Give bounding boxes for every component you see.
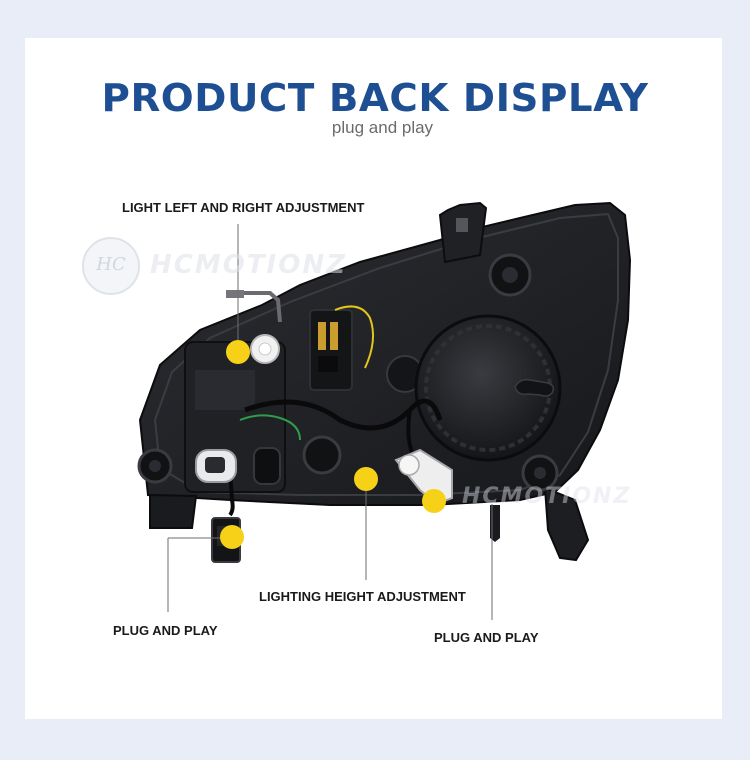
housing-rim bbox=[153, 212, 619, 496]
top-bracket bbox=[438, 201, 488, 264]
dust-cap bbox=[414, 314, 562, 462]
bottom-left-tab bbox=[149, 493, 198, 529]
page-title: PRODUCT BACK DISPLAY bbox=[101, 76, 649, 120]
watermark-brand: HCMOTIONZ bbox=[150, 250, 347, 280]
callout-light-adjust: LIGHT LEFT AND RIGHT ADJUSTMENT bbox=[122, 200, 365, 215]
watermark-logo-text: HC bbox=[96, 254, 126, 275]
marker-dot-height-adjust bbox=[354, 467, 378, 491]
marker-dot-plug-right bbox=[422, 489, 446, 513]
page-subtitle: plug and play bbox=[331, 118, 434, 137]
watermark-brand-lower: HCMOTIONZ bbox=[462, 484, 632, 509]
callout-plug-right: PLUG AND PLAY bbox=[434, 630, 539, 645]
watermark-logo: HC bbox=[82, 237, 140, 295]
callout-height-adjust: LIGHTING HEIGHT ADJUSTMENT bbox=[259, 589, 466, 604]
marker-dot-light-adjust bbox=[226, 340, 250, 364]
marker-dot-plug-left bbox=[220, 525, 244, 549]
callout-plug-left: PLUG AND PLAY bbox=[113, 623, 218, 638]
bottom-right-tab bbox=[543, 486, 590, 562]
